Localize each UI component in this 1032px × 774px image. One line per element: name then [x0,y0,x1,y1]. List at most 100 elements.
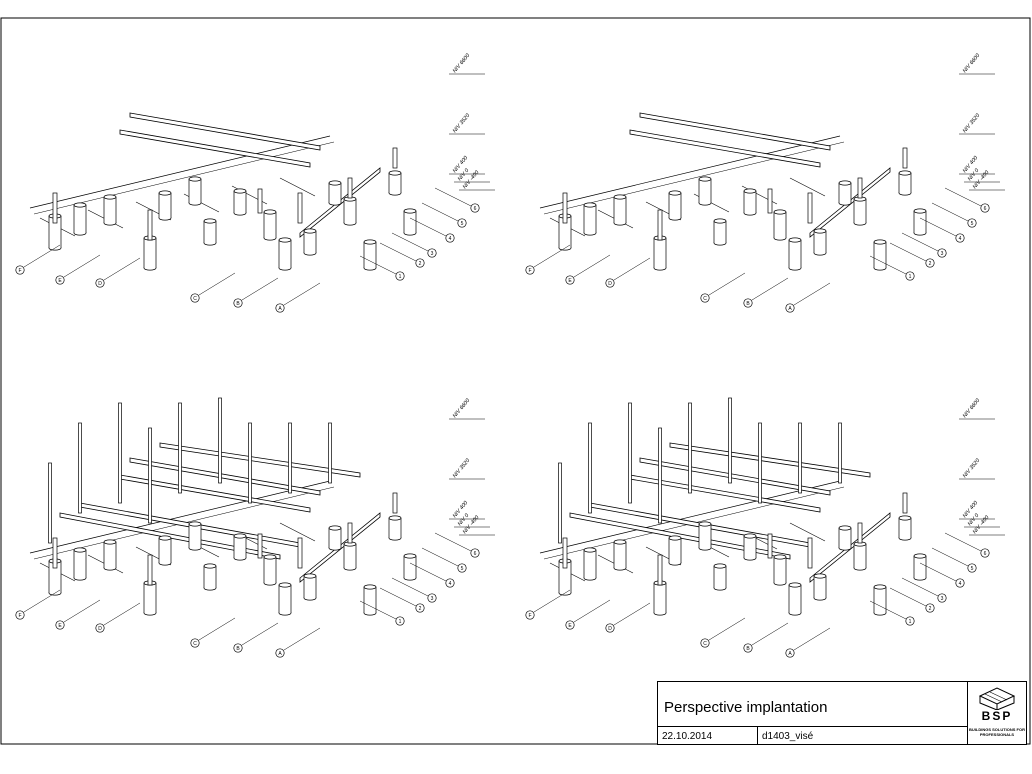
axis-label: 5 [971,566,974,572]
pier-body [329,528,341,548]
pier-top [403,208,417,214]
axis-label: F [18,613,21,619]
pier-body [404,556,416,578]
column [288,422,292,494]
axis-label: 5 [971,221,974,227]
level-label: NIV 3520 [452,112,472,134]
pier-body [614,197,626,223]
axis-bubble [937,593,947,603]
axis-label: E [58,623,62,629]
pier-body [279,585,291,613]
axis-bubble [395,616,405,626]
pier-top [203,218,217,224]
column [52,192,58,224]
pier-body [104,197,116,223]
axis-label: 2 [929,606,932,612]
pier-body [714,221,726,243]
pier-top [813,573,827,579]
pier-top [388,170,402,176]
column [902,147,908,169]
column [658,427,662,524]
pier-top [583,547,597,553]
axis-label: F [18,268,21,274]
grid-line [279,522,316,542]
pier-body [329,183,341,203]
axis-leader [391,577,429,597]
axis-label: 2 [929,261,932,267]
axis-leader [869,255,907,275]
pier-top [913,208,927,214]
axis-leader [919,217,957,237]
level-label: NIV 6600 [452,52,472,74]
pier-top [668,190,682,196]
axis-bubble [955,233,965,243]
column [118,402,122,504]
axis-bubble [95,623,105,633]
axis-leader [793,282,831,306]
axis-bubble [15,610,25,620]
pier-body [159,193,171,218]
pier-body [614,542,626,568]
axis-leader [359,255,397,275]
pier-body [159,538,171,563]
pier-top [713,218,727,224]
column [902,492,908,514]
axis-leader [901,577,939,597]
pier-body [189,179,201,203]
pier-top [613,539,627,545]
axis-label: B [236,646,240,652]
axis-bubble [743,643,753,653]
axis-label: C [703,641,707,647]
axis-leader [379,587,417,607]
pier-body [789,240,801,268]
axis-leader [613,602,651,626]
pier-body [144,583,156,613]
axis-leader [751,277,789,301]
logo-subtitle: BUILDINGS SOLUTIONS FOR PROFESSIONALS [969,727,1025,737]
axis-bubble [470,203,480,213]
column [328,422,332,484]
axis-leader [889,242,927,262]
axis-leader [421,202,459,222]
column [52,537,58,569]
axis-bubble [785,648,795,658]
pier-body [559,561,571,593]
sheet-border [0,17,1031,745]
column [147,209,153,241]
column [78,422,82,514]
pier-body [204,221,216,243]
axis-leader [944,187,982,207]
axis-label: B [746,301,750,307]
dimension-line [29,135,331,209]
axis-bubble [925,258,935,268]
axis-leader [434,532,472,552]
axis-leader [613,257,651,281]
axis-label: A [278,306,282,312]
axis-leader [889,587,927,607]
axis-leader [379,242,417,262]
axis-leader [63,599,101,623]
pier-body [669,193,681,218]
pier-body [839,528,851,548]
pier-body [584,550,596,578]
axis-label: 1 [399,274,402,280]
axis-bubble [785,303,795,313]
axis-bubble [275,648,285,658]
drawing-title: Perspective implantation [658,682,968,726]
level-label: NIV 6600 [962,397,982,419]
pier-top [873,239,887,245]
pier-top [303,573,317,579]
axis-bubble [700,293,710,303]
column [147,554,153,586]
axis-bubble [925,603,935,613]
axis-leader [103,257,141,281]
pier-top [328,525,342,531]
pier-body [839,183,851,203]
dimension-line [33,141,335,215]
dimension-line [543,141,845,215]
pier-top [263,209,277,215]
axis-leader [901,232,939,252]
